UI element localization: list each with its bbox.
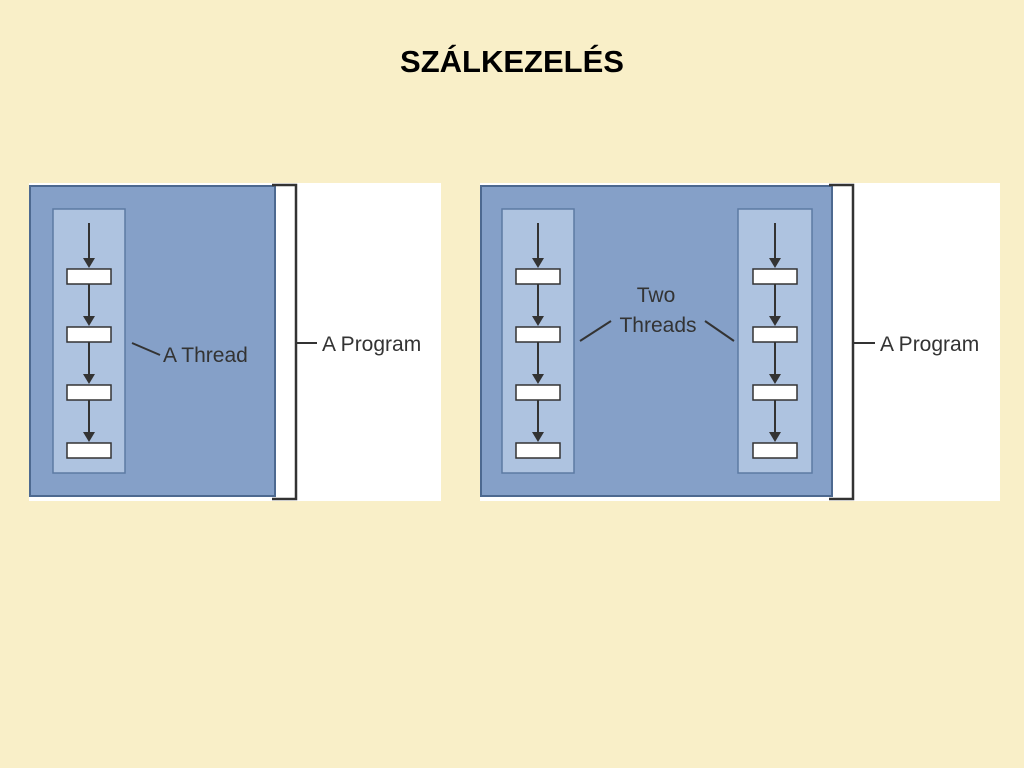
program-label: A Program: [880, 333, 979, 356]
thread-step-box-1: [66, 268, 112, 285]
flow-arrow-head: [769, 316, 781, 326]
flow-arrow-head: [83, 316, 95, 326]
flow-arrow-head: [83, 432, 95, 442]
thread-step-box-2: [66, 326, 112, 343]
flow-arrow-head: [532, 374, 544, 384]
thread-step-box-3: [752, 384, 798, 401]
thread-step-box-4: [515, 442, 561, 459]
thread-step-box-1: [515, 268, 561, 285]
program-label: A Program: [322, 333, 421, 356]
program-bracket: [272, 183, 298, 501]
slide-title: SZÁLKEZELÉS: [400, 44, 624, 79]
threads-label-line1: Two: [637, 284, 676, 307]
thread-label: A Thread: [163, 344, 248, 367]
two-thread-diagram: Two Threads A Program: [480, 183, 1000, 501]
thread-step-box-2: [515, 326, 561, 343]
thread-step-box-4: [66, 442, 112, 459]
thread-step-box-4: [752, 442, 798, 459]
thread-step-box-3: [515, 384, 561, 401]
threads-pointer-line-right: [704, 320, 735, 342]
flow-arrow-head: [769, 374, 781, 384]
flow-arrow-head: [769, 432, 781, 442]
thread-step-box-1: [752, 268, 798, 285]
threads-label-line2: Threads: [619, 314, 696, 337]
thread-step-box-2: [752, 326, 798, 343]
thread-step-box-3: [66, 384, 112, 401]
flow-arrow-head: [83, 374, 95, 384]
thread-pointer-line: [131, 342, 161, 356]
flow-arrow-head: [769, 258, 781, 268]
thread-steps: [66, 223, 112, 459]
thread-steps-2: [752, 223, 798, 459]
thread-steps-1: [515, 223, 561, 459]
flow-arrow-head: [532, 316, 544, 326]
flow-arrow-head: [532, 258, 544, 268]
threads-pointer-line-left: [579, 320, 612, 342]
flow-arrow-head: [532, 432, 544, 442]
single-thread-diagram: A Thread A Program: [29, 183, 441, 501]
program-bracket: [829, 183, 855, 501]
flow-arrow-head: [83, 258, 95, 268]
